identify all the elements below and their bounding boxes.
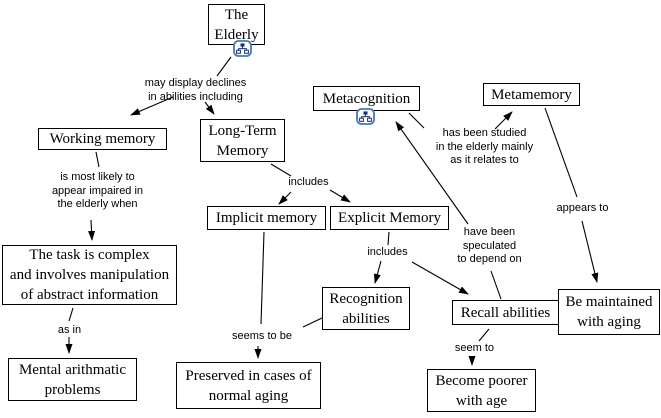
concept-long-term-memory[interactable]: Long-Term Memory [200,119,285,162]
link-seem-to[interactable]: seem to [454,342,495,354]
link-speculated-depend-on[interactable]: have been speculated to depend on [457,226,522,265]
link-seems-to-be[interactable]: seems to be [232,330,292,342]
concept-task-complex[interactable]: The task is complex and involves manipul… [2,245,177,305]
link-studied-in-elderly[interactable]: has been studied in the elderly mainly a… [435,127,534,166]
concept-metacognition[interactable]: Metacognition [313,86,420,111]
concept-metamemory[interactable]: Metamemory [483,83,580,106]
link-as-in[interactable]: as in [57,324,82,336]
concept-the-elderly[interactable]: The Elderly [208,4,265,45]
concept-maintained-with-aging[interactable]: Be maintained with aging [558,289,660,335]
link-appears-to[interactable]: appears to [556,202,609,214]
link-most-likely-impaired[interactable]: is most likely to appear impaired in the… [51,171,144,210]
concept-implicit-memory[interactable]: Implicit memory [207,206,326,230]
concept-recall-abilities[interactable]: Recall abilities [452,300,559,325]
concept-mental-arithmetic-problems[interactable]: Mental arithmatic problems [8,358,137,401]
concept-working-memory[interactable]: Working memory [38,128,167,150]
submap-icon[interactable] [356,108,375,125]
link-includes-explicit[interactable]: includes [367,246,408,258]
concept-recognition-abilities[interactable]: Recognition abilities [322,287,410,330]
submap-icon[interactable] [233,40,252,57]
concept-preserved-normal-aging[interactable]: Preserved in cases of normal aging [176,362,321,409]
concept-become-poorer-with-age[interactable]: Become poorer with age [427,369,536,412]
link-includes-long-term[interactable]: includes [288,176,329,188]
concept-explicit-memory[interactable]: Explicit Memory [330,206,449,230]
link-may-display-declines[interactable]: may display declines in abilities includ… [144,77,247,103]
